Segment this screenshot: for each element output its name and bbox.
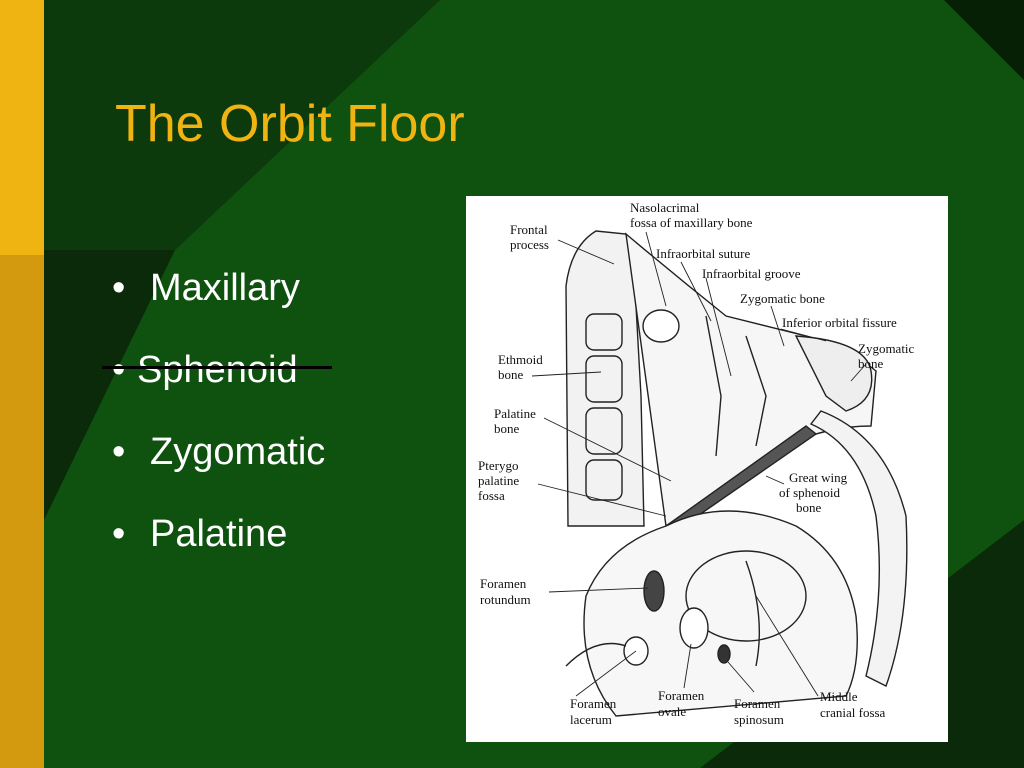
svg-text:process: process [510,237,549,252]
svg-text:bone: bone [858,356,884,371]
svg-text:palatine: palatine [478,473,519,488]
svg-text:of sphenoid: of sphenoid [779,485,841,500]
bullet-item: • Maxillary [112,262,325,344]
label-foramen-rotundum: Foramen [480,576,527,591]
label-nasolacrimal: Nasolacrimal [630,200,700,215]
anatomy-drawing: Frontal process Nasolacrimal fossa of ma… [478,200,915,727]
bullet-text: Palatine [150,513,288,555]
svg-text:bone: bone [494,421,520,436]
label-ethmoid-bone: Ethmoid [498,352,543,367]
strikethrough-line [102,366,332,369]
svg-text:rotundum: rotundum [480,592,531,607]
label-infraorbital-groove: Infraorbital groove [702,266,801,281]
label-middle-cranial-fossa: Middle [820,689,858,704]
bullet-item: • Palatine [112,508,325,590]
svg-text:spinosum: spinosum [734,712,784,727]
bullet-marker: • [112,349,126,391]
bullet-marker: • [112,431,126,473]
bullet-marker: • [112,513,126,555]
svg-text:bone: bone [498,367,524,382]
bullet-text: Maxillary [150,267,300,309]
label-zygomatic-bone-top: Zygomatic bone [740,291,825,306]
label-infraorbital-suture: Infraorbital suture [656,246,750,261]
label-frontal-process: Frontal [510,222,548,237]
bullet-item: • Zygomatic [112,426,325,508]
slide-title: The Orbit Floor [115,95,465,153]
gold-side-bar [0,0,44,768]
svg-text:fossa of maxillary bone: fossa of maxillary bone [630,215,753,230]
svg-text:fossa: fossa [478,488,505,503]
label-great-wing: Great wing [789,470,848,485]
svg-text:ovale: ovale [658,704,686,719]
bullet-marker: • [112,267,126,309]
label-inferior-orbital-fissure: Inferior orbital fissure [782,315,897,330]
orbit-floor-illustration: Frontal process Nasolacrimal fossa of ma… [466,196,948,742]
svg-text:cranial fossa: cranial fossa [820,705,886,720]
label-foramen-spinosum: Foramen [734,696,781,711]
bullet-text: Sphenoid [137,349,298,391]
svg-text:bone: bone [796,500,822,515]
svg-text:lacerum: lacerum [570,712,612,727]
label-foramen-lacerum: Foramen [570,696,617,711]
bullet-item-struck: • Sphenoid [112,344,325,426]
label-foramen-ovale: Foramen [658,688,705,703]
bullet-text: Zygomatic [150,431,326,473]
label-pterygopalatine-fossa: Pterygo [478,458,518,473]
label-palatine-bone: Palatine [494,406,536,421]
bullet-list: • Maxillary • Sphenoid • Zygomatic • Palatin… [112,262,325,590]
label-zygomatic-bone-right: Zygomatic [858,341,915,356]
